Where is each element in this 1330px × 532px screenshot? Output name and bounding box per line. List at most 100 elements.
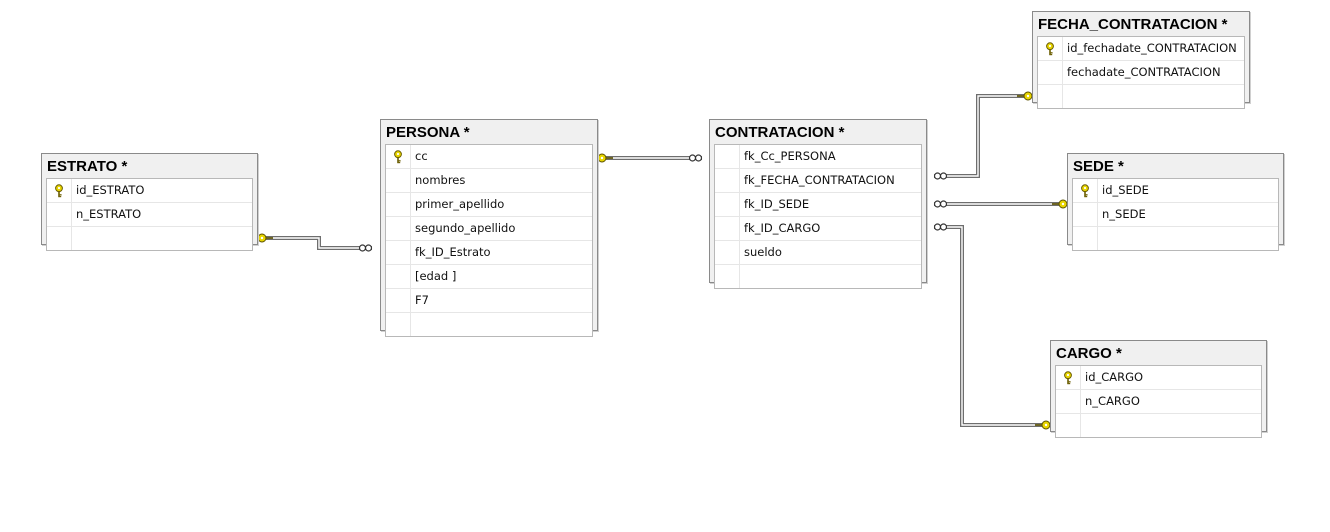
column-name: fk_Cc_PERSONA xyxy=(744,149,836,163)
key-icon xyxy=(1064,370,1072,384)
column-row[interactable]: id_fechadate_CONTRATACION xyxy=(1038,37,1244,61)
column-row[interactable]: fk_ID_Estrato xyxy=(386,241,592,265)
row-selector[interactable] xyxy=(715,145,740,168)
table-cargo[interactable]: CARGO * id_CARGO n_CARGO xyxy=(1050,340,1267,438)
column-row[interactable]: fk_Cc_PERSONA xyxy=(715,145,921,169)
column-list: id_SEDE n_SEDE xyxy=(1072,178,1279,251)
column-name: id_CARGO xyxy=(1085,370,1144,384)
column-list: fk_Cc_PERSONA fk_FECHA_CONTRATACION fk_ID_… xyxy=(714,144,922,289)
column-row[interactable]: id_CARGO xyxy=(1056,366,1261,390)
column-name: n_CARGO xyxy=(1085,394,1140,408)
new-column-row[interactable] xyxy=(1073,227,1278,250)
column-row[interactable]: id_ESTRATO xyxy=(47,179,252,203)
row-selector[interactable] xyxy=(1073,227,1098,250)
row-selector[interactable] xyxy=(715,265,740,288)
column-row[interactable]: id_SEDE xyxy=(1073,179,1278,203)
row-selector[interactable] xyxy=(1073,179,1098,202)
row-selector[interactable] xyxy=(1038,85,1063,108)
key-endpoint-icon xyxy=(1035,420,1051,430)
row-selector[interactable] xyxy=(386,313,411,336)
column-row[interactable]: n_SEDE xyxy=(1073,203,1278,227)
table-fecha-contratacion[interactable]: FECHA_CONTRATACION * id_fechadate_CONTRA… xyxy=(1032,11,1250,109)
relationship-contratacion-cargo[interactable] xyxy=(933,223,1051,430)
row-selector[interactable] xyxy=(47,227,72,250)
row-selector[interactable] xyxy=(386,169,411,192)
relationship-contratacion-sede[interactable] xyxy=(933,199,1068,209)
table-title[interactable]: ESTRATO * xyxy=(47,158,128,175)
column-name: fk_ID_Estrato xyxy=(415,245,491,259)
relationship-contratacion-fecha[interactable] xyxy=(933,91,1033,180)
column-name: fk_FECHA_CONTRATACION xyxy=(744,173,895,187)
column-row[interactable]: fk_ID_SEDE xyxy=(715,193,921,217)
row-selector[interactable] xyxy=(47,179,72,202)
column-list: cc nombres primer_apellido segundo_apellido… xyxy=(385,144,593,337)
key-icon xyxy=(1081,183,1089,197)
column-row[interactable]: segundo_apellido xyxy=(386,217,592,241)
row-selector[interactable] xyxy=(1073,203,1098,226)
column-name: fk_ID_CARGO xyxy=(744,221,821,235)
new-column-row[interactable] xyxy=(47,227,252,250)
table-title[interactable]: FECHA_CONTRATACION * xyxy=(1038,16,1228,33)
key-icon xyxy=(1046,41,1054,55)
table-estrato[interactable]: ESTRATO * id_ESTRATO n_ESTRATO xyxy=(41,153,258,251)
row-selector[interactable] xyxy=(1038,37,1063,60)
table-title[interactable]: SEDE * xyxy=(1073,158,1124,175)
column-row[interactable]: fk_FECHA_CONTRATACION xyxy=(715,169,921,193)
row-selector[interactable] xyxy=(715,217,740,240)
row-selector[interactable] xyxy=(386,193,411,216)
table-title[interactable]: CONTRATACION * xyxy=(715,124,845,141)
table-contratacion[interactable]: CONTRATACION * fk_Cc_PERSONA fk_FECHA_CON… xyxy=(709,119,927,289)
table-sede[interactable]: SEDE * id_SEDE n_SEDE xyxy=(1067,153,1284,251)
key-endpoint-icon xyxy=(597,153,613,163)
column-row[interactable]: fk_ID_CARGO xyxy=(715,217,921,241)
row-selector[interactable] xyxy=(1056,390,1081,413)
column-name: nombres xyxy=(415,173,466,187)
row-selector[interactable] xyxy=(715,241,740,264)
row-selector[interactable] xyxy=(1056,414,1081,437)
column-row[interactable]: n_CARGO xyxy=(1056,390,1261,414)
key-icon xyxy=(55,183,63,197)
row-selector[interactable] xyxy=(386,265,411,288)
row-selector[interactable] xyxy=(386,217,411,240)
column-list: id_fechadate_CONTRATACION fechadate_CONTR… xyxy=(1037,36,1245,109)
column-row[interactable]: sueldo xyxy=(715,241,921,265)
column-name: fk_ID_SEDE xyxy=(744,197,810,211)
row-selector[interactable] xyxy=(1056,366,1081,389)
relationship-contratacion-persona[interactable] xyxy=(597,153,703,163)
row-selector[interactable] xyxy=(715,169,740,192)
column-name: n_SEDE xyxy=(1102,207,1146,221)
column-row[interactable]: primer_apellido xyxy=(386,193,592,217)
column-row[interactable]: nombres xyxy=(386,169,592,193)
table-title[interactable]: CARGO * xyxy=(1056,345,1122,362)
new-column-row[interactable] xyxy=(715,265,921,288)
row-selector[interactable] xyxy=(715,193,740,216)
row-selector[interactable] xyxy=(47,203,72,226)
column-name: n_ESTRATO xyxy=(76,207,142,221)
column-row[interactable]: F7 xyxy=(386,289,592,313)
column-name: id_SEDE xyxy=(1102,183,1149,197)
table-title[interactable]: PERSONA * xyxy=(386,124,470,141)
column-row[interactable]: [edad ] xyxy=(386,265,592,289)
row-selector[interactable] xyxy=(386,289,411,312)
new-column-row[interactable] xyxy=(1038,85,1244,108)
column-name: F7 xyxy=(415,293,429,307)
row-selector[interactable] xyxy=(1038,61,1063,84)
column-name: [edad ] xyxy=(415,269,457,283)
new-column-row[interactable] xyxy=(386,313,592,336)
key-icon xyxy=(394,149,402,163)
row-selector[interactable] xyxy=(386,241,411,264)
row-selector[interactable] xyxy=(386,145,411,168)
relationship-persona-estrato[interactable] xyxy=(257,233,373,252)
column-row[interactable]: cc xyxy=(386,145,592,169)
column-name: primer_apellido xyxy=(415,197,505,211)
infinity-endpoint-icon xyxy=(358,244,373,252)
new-column-row[interactable] xyxy=(1056,414,1261,437)
column-name: fechadate_CONTRATACION xyxy=(1067,65,1221,79)
column-row[interactable]: fechadate_CONTRATACION xyxy=(1038,61,1244,85)
infinity-endpoint-icon xyxy=(688,154,703,162)
column-row[interactable]: n_ESTRATO xyxy=(47,203,252,227)
key-endpoint-icon xyxy=(257,233,273,243)
infinity-endpoint-icon xyxy=(933,223,948,231)
